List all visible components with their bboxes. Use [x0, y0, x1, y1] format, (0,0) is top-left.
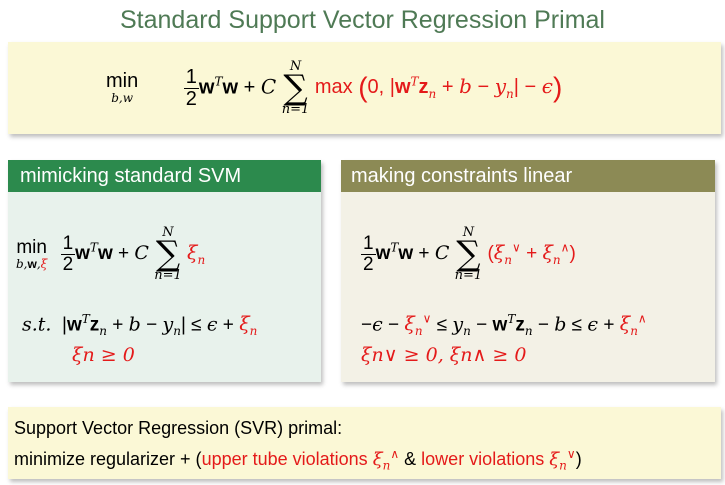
- summary-line-1: Support Vector Regression (SVR) primal:: [14, 418, 343, 438]
- svm-mimic-constraint-1: s.t. |wTzn + b − yn| ≤ ϵ + ξn: [22, 312, 258, 339]
- linear-constraints-header: making constraints linear: [341, 160, 715, 192]
- linear-constraint-1: −ϵ − ξn∨ ≤ yn − wTzn − b ≤ ϵ + ξn∧: [361, 312, 647, 339]
- summary-box: Support Vector Regression (SVR) primal: …: [8, 407, 721, 479]
- slide-title: Standard Support Vector Regression Prima…: [120, 6, 605, 34]
- min-operator: min b,w: [106, 71, 138, 105]
- svm-mimic-header: mimicking standard SVM: [8, 160, 321, 192]
- summary-line-2: minimize regularizer + (upper tube viola…: [14, 447, 582, 473]
- min-word: min: [106, 70, 139, 93]
- objective-box: min b,w 1 2 wTw + C N ∑ n=1 max (0, |wTz…: [8, 42, 721, 134]
- svm-mimic-constraint-2: ξn ≥ 0: [72, 344, 135, 366]
- min-subscript: b,w: [111, 91, 133, 106]
- linear-constraint-2: ξn∨ ≥ 0, ξn∧ ≥ 0: [361, 344, 527, 366]
- min-operator: min b,w,ξ: [16, 236, 48, 271]
- max-loss-term: max (0, |wTzn + b − yn| − ϵ): [314, 72, 563, 103]
- objective-formula: min b,w 1 2 wTw + C N ∑ n=1 max (0, |wTz…: [106, 59, 563, 117]
- half-fraction: 1 2: [183, 65, 199, 110]
- sum-operator: N ∑ n=1: [281, 59, 310, 117]
